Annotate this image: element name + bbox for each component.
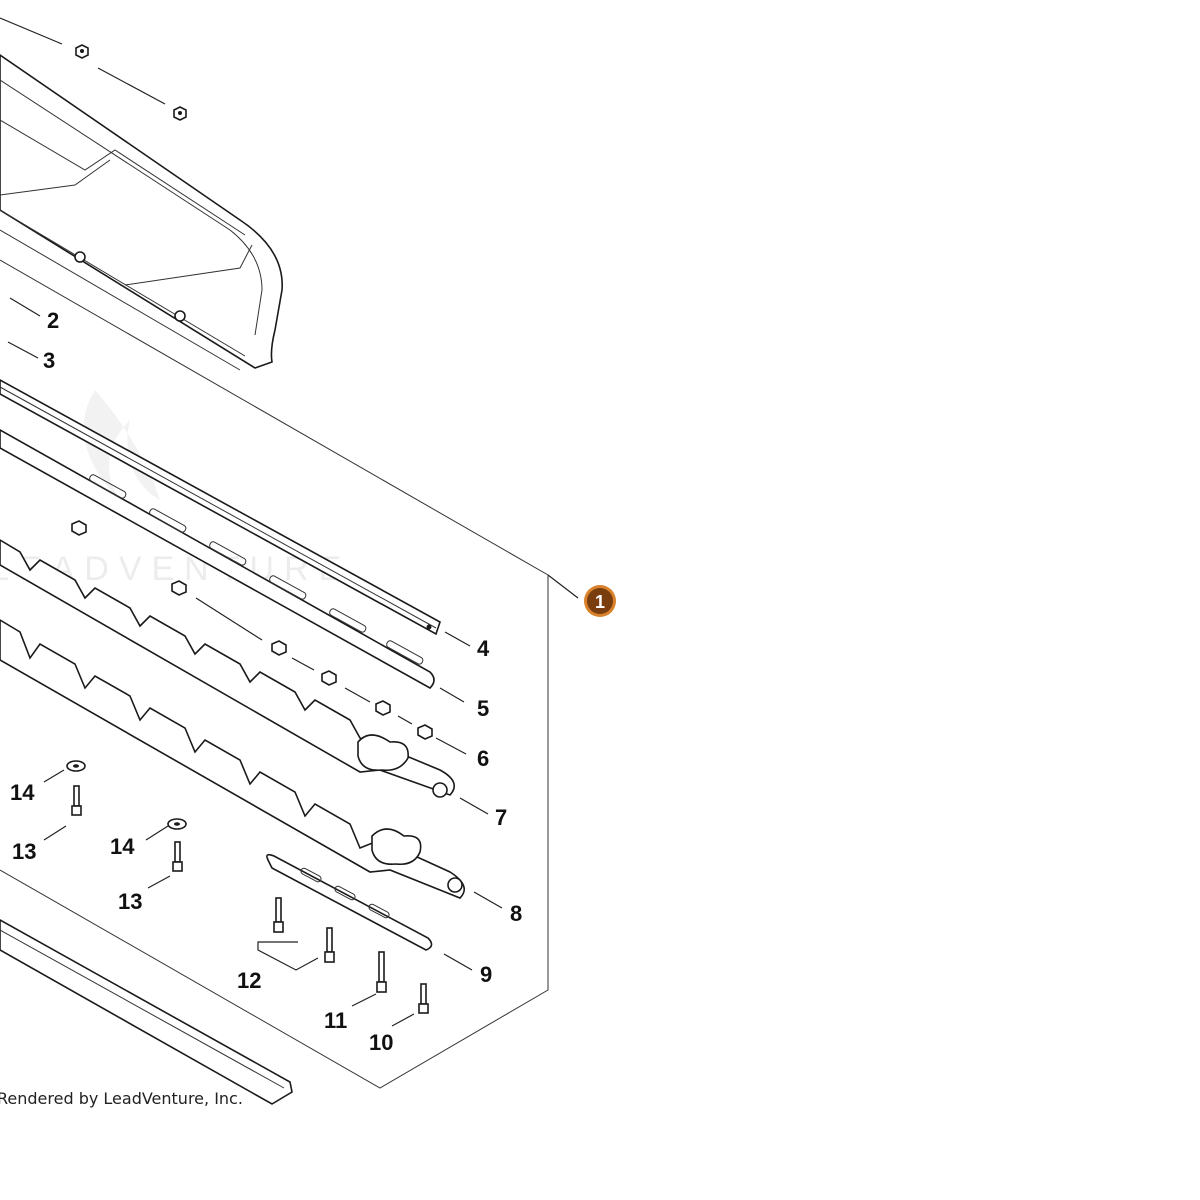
leader-line <box>443 953 473 971</box>
leader-line <box>145 825 169 841</box>
callout-label: 7 <box>495 805 507 830</box>
callout-label: 13 <box>12 839 36 864</box>
leader-line <box>9 297 41 317</box>
callout-label: 8 <box>510 901 522 926</box>
assembly-badge-label: 1 <box>595 592 605 612</box>
leader-line <box>43 769 65 783</box>
lower-cutter-blade <box>0 619 466 899</box>
leader-line <box>459 797 489 815</box>
screw <box>172 841 183 872</box>
square-nut <box>417 724 433 740</box>
screw <box>273 897 284 933</box>
leader-line <box>473 891 503 909</box>
callout-label: 10 <box>369 1030 393 1055</box>
callout-label: 9 <box>480 962 492 987</box>
guard-rivet <box>174 310 186 322</box>
assembly-badge-fill <box>587 588 613 614</box>
callout-label: 12 <box>237 968 261 993</box>
leader-line <box>351 993 377 1007</box>
leader-line <box>547 574 579 599</box>
callout-label: 14 <box>10 780 35 805</box>
square-nut <box>171 580 187 596</box>
leader-line <box>397 715 413 725</box>
screw <box>376 951 387 993</box>
slotted-plate <box>266 853 433 951</box>
leader-line <box>435 737 467 755</box>
leader-line <box>291 657 315 671</box>
upper-cutter-blade <box>0 539 456 798</box>
screw <box>71 785 82 816</box>
nut <box>173 106 187 121</box>
slotted-strip <box>0 429 435 689</box>
callout-label: 13 <box>118 889 142 914</box>
square-nut <box>71 520 87 536</box>
leader-line <box>344 687 371 703</box>
blade-pin <box>432 782 448 798</box>
callout-label: 11 <box>324 1008 347 1033</box>
blade-guard <box>0 54 283 371</box>
bottom-guard-strip <box>0 919 293 1105</box>
square-nut <box>375 700 391 716</box>
callout-label: 6 <box>477 746 489 771</box>
nut <box>75 44 89 59</box>
callout-label: 3 <box>43 348 55 373</box>
assembly-outline <box>0 259 549 1089</box>
leader-line <box>147 875 171 889</box>
callout-label: 5 <box>477 696 489 721</box>
screw <box>418 983 429 1014</box>
leader-line <box>195 597 263 641</box>
screw <box>324 927 335 963</box>
square-nut <box>271 640 287 656</box>
square-nut <box>321 670 337 686</box>
callout-label: 4 <box>477 636 490 661</box>
credit-text: Rendered by LeadVenture, Inc. <box>0 1089 243 1108</box>
leader-line <box>7 341 39 359</box>
callout-label: 2 <box>47 308 59 333</box>
leader-line <box>43 825 67 841</box>
leader-line <box>0 17 63 45</box>
leader-line <box>391 1013 415 1027</box>
blade-pin <box>447 877 463 893</box>
leader-line <box>257 941 319 971</box>
guard-rivet <box>74 251 86 263</box>
callout-label: 14 <box>110 834 135 859</box>
leader-line <box>439 687 465 703</box>
leader-line <box>97 67 166 105</box>
guide-bar <box>0 379 441 636</box>
washer <box>66 760 86 772</box>
leader-line <box>444 631 471 647</box>
washer <box>167 818 187 830</box>
assembly-badge[interactable]: 1 <box>584 585 616 617</box>
